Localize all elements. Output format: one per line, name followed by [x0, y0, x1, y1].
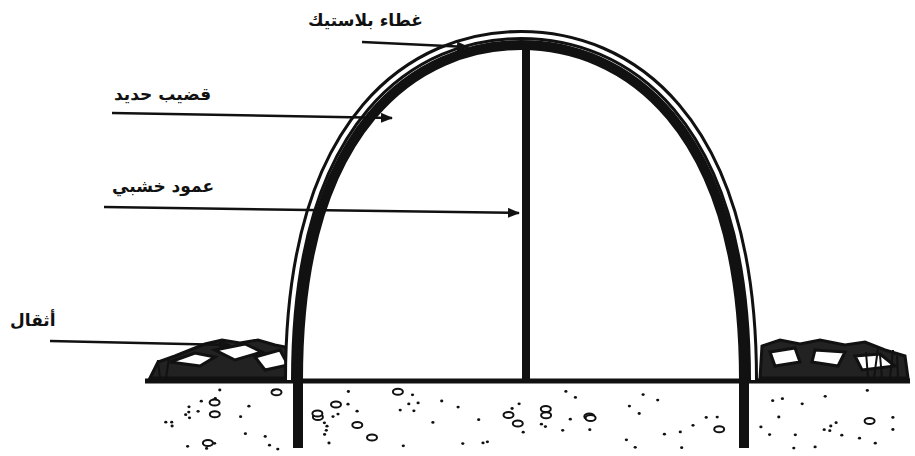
- cover-label: غطاء بلاستيك: [306, 10, 425, 30]
- leader-lines: [50, 42, 519, 345]
- plastic-cover: [289, 35, 753, 380]
- iron-rod: [298, 45, 744, 448]
- weights-label: أثقال: [8, 310, 58, 330]
- plastic-cover-inner: [289, 35, 753, 380]
- soil-texture: [164, 389, 894, 451]
- rod-label: قضيب حديد: [112, 84, 213, 104]
- wooden-post: [522, 45, 530, 381]
- post-label: عمود خشبي: [110, 176, 216, 196]
